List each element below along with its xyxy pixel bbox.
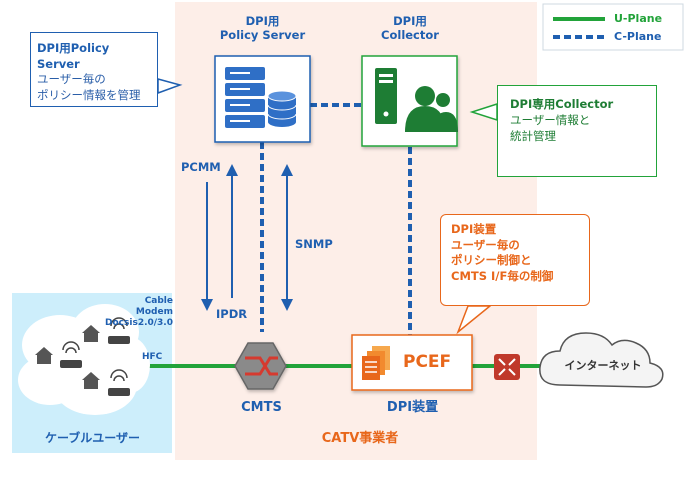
wifi-icon: [62, 317, 128, 382]
pcef-label: PCEF: [403, 352, 452, 372]
cmts-arrows-icon: [245, 356, 278, 376]
stacked-pages-icon: [362, 346, 390, 380]
house-icon: [82, 372, 100, 389]
users-icon: [405, 86, 458, 132]
pcef-node[interactable]: [351, 334, 473, 391]
house-icon: [82, 325, 100, 342]
server-rack-icon: [225, 67, 265, 128]
house-icon: [35, 347, 53, 364]
legend-u-plane-label: U-Plane: [614, 12, 663, 25]
policy-server-title: DPI用 Policy Server: [219, 14, 306, 43]
dpi-callout-text: DPI装置 ユーザー毎の ポリシー制御と CMTS I/F毎の制御: [451, 222, 554, 283]
policy-callout-title: DPI用Policy Server: [37, 41, 110, 71]
database-icon: [267, 90, 297, 127]
cable-user-zone-label: ケーブルユーザー: [44, 431, 141, 445]
snmp-label: SNMP: [295, 237, 333, 251]
policy-server-callout: DPI用Policy Server ユーザー毎の ポリシー情報を管理: [30, 32, 158, 107]
dpi-device-callout: DPI装置 ユーザー毎の ポリシー制御と CMTS I/F毎の制御: [440, 214, 590, 306]
policy-callout-tail: [157, 78, 183, 95]
pcef-caption: DPI装置: [386, 400, 439, 415]
internet-cloud: [539, 332, 664, 388]
legend: [542, 3, 684, 51]
collector-callout-body: ユーザー情報と 統計管理: [510, 113, 591, 144]
cable-modem-label: Cable Modem Docsis2.0/3.0: [105, 296, 173, 328]
cable-modem-icon: [60, 336, 130, 396]
collector-callout: DPI専用Collector ユーザー情報と 統計管理: [497, 85, 657, 177]
pcmm-label: PCMM: [181, 160, 221, 174]
cmts-label: CMTS: [241, 400, 282, 415]
collector-computer-icon: [375, 68, 397, 124]
dpi-callout-tail: [456, 305, 493, 335]
collector-callout-title: DPI専用Collector: [510, 97, 614, 111]
catv-zone-label: CATV事業者: [321, 431, 399, 446]
collector-node[interactable]: [361, 55, 458, 147]
cmts-node[interactable]: [234, 342, 287, 390]
router-icon[interactable]: [494, 354, 520, 380]
hfc-label: HFC: [142, 352, 163, 362]
collector-title: DPI用 Collector: [381, 14, 439, 43]
policy-callout-body: ユーザー毎の ポリシー情報を管理: [37, 72, 141, 102]
policy-server-node[interactable]: [214, 55, 311, 143]
ipdr-label: IPDR: [216, 307, 248, 321]
legend-c-plane-label: C-Plane: [614, 30, 662, 43]
internet-label: インターネット: [564, 359, 642, 372]
